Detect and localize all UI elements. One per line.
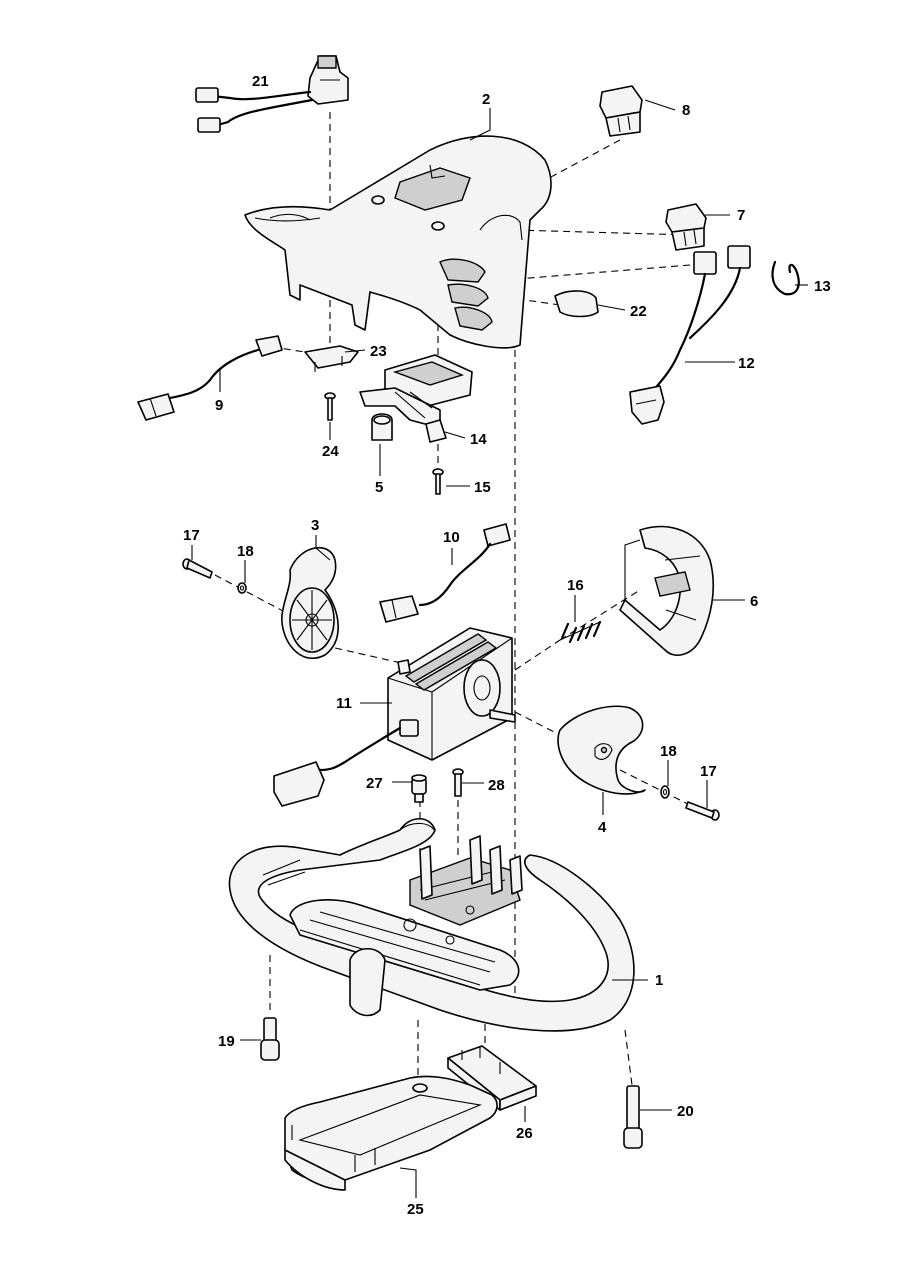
callout-9: 9 <box>215 397 223 414</box>
callout-7: 7 <box>737 207 745 224</box>
callout-14: 14 <box>470 431 487 448</box>
callout-12: 12 <box>738 355 755 372</box>
part-16-spring <box>559 620 602 644</box>
part-23-bracket <box>304 345 359 372</box>
callout-27: 27 <box>366 775 383 792</box>
part-13-clip <box>771 260 800 296</box>
callout-19: 19 <box>218 1033 235 1050</box>
part-9-cable <box>137 335 283 421</box>
part-14-latch <box>425 419 447 443</box>
callout-23: 23 <box>370 343 387 360</box>
part-15-screw <box>432 468 444 495</box>
part-17-pin-left <box>182 558 213 579</box>
callout-numbers: 1 2 3 4 5 6 7 8 9 10 11 12 13 14 15 16 1… <box>183 73 831 1218</box>
part-2-top-cover <box>244 135 552 349</box>
callout-6: 6 <box>750 593 758 610</box>
part-6-side-cap <box>619 525 715 656</box>
part-5-mechanism <box>359 354 473 441</box>
part-11-motor-housing <box>273 627 516 807</box>
callout-26: 26 <box>516 1125 533 1142</box>
part-12-harness <box>629 245 751 425</box>
callout-25: 25 <box>407 1201 424 1218</box>
leader-lines <box>191 79 808 1198</box>
part-27-bolt <box>411 774 427 803</box>
callout-15: 15 <box>474 479 491 496</box>
part-10-cable <box>379 523 511 623</box>
part-18-washer-right <box>660 785 670 799</box>
callout-5: 5 <box>375 479 383 496</box>
callout-8: 8 <box>682 102 690 119</box>
callout-3: 3 <box>311 517 319 534</box>
callout-2: 2 <box>482 91 490 108</box>
callout-11: 11 <box>336 695 352 712</box>
callout-18-left: 18 <box>237 543 254 560</box>
callout-17-right: 17 <box>700 763 717 780</box>
callout-28: 28 <box>488 777 505 794</box>
part-24-screw <box>324 392 336 421</box>
part-25-bottom-plate <box>284 1075 498 1191</box>
callout-22: 22 <box>630 303 647 320</box>
part-18-washer-left <box>237 582 247 594</box>
callout-21: 21 <box>252 73 269 90</box>
callout-10: 10 <box>443 529 460 546</box>
part-21-switch <box>195 55 349 133</box>
callout-13: 13 <box>814 278 831 295</box>
part-3-side-cap <box>281 546 339 660</box>
part-8-button <box>599 85 643 137</box>
callout-24: 24 <box>322 443 339 460</box>
part-19-bolt <box>260 1017 280 1061</box>
part-17-pin-right <box>685 801 720 821</box>
callout-4: 4 <box>598 819 607 836</box>
callout-16: 16 <box>567 577 584 594</box>
part-20-bolt <box>623 1085 643 1149</box>
part-22-cover-piece <box>554 290 599 318</box>
part-7-button <box>665 203 707 251</box>
callout-17-left: 17 <box>183 527 200 544</box>
part-1-handle-frame <box>228 817 635 1032</box>
callout-18-right: 18 <box>660 743 677 760</box>
callout-1: 1 <box>655 972 663 989</box>
part-28-screw <box>452 768 464 797</box>
part-4-side-cap <box>557 705 646 795</box>
callout-20: 20 <box>677 1103 694 1120</box>
